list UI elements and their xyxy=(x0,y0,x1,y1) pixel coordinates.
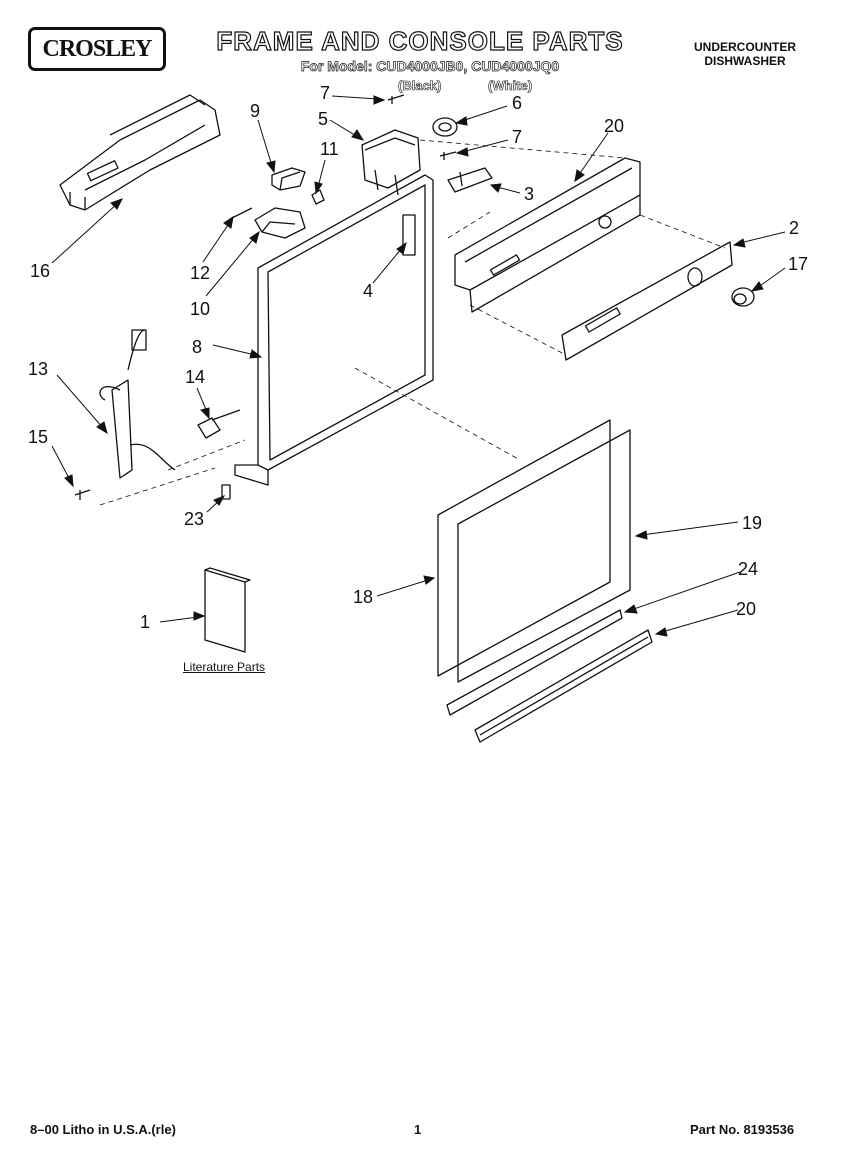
product-line-1: UNDERCOUNTER xyxy=(694,40,796,54)
callout-22: 20 xyxy=(604,116,625,136)
part-7-top-drawing xyxy=(387,94,405,104)
callout-12: 12 xyxy=(190,263,211,283)
callout-7-top: 7 xyxy=(320,83,331,103)
callout-2: 2 xyxy=(789,218,800,238)
brand-logo-text: CROSLEY xyxy=(42,35,152,62)
callout-19: 19 xyxy=(742,513,763,533)
callout-13: 13 xyxy=(28,359,49,379)
part-5-drawing xyxy=(361,129,421,196)
footer-page-number: 1 xyxy=(414,1122,422,1137)
callout-7-right: 7 xyxy=(512,127,523,147)
brand-logo: CROSLEY xyxy=(28,27,166,71)
part-15-drawing xyxy=(74,489,91,500)
part-22-drawing xyxy=(454,157,641,313)
part-17-drawing xyxy=(731,287,755,307)
model-line: For Model: CUD4000JB0, CUD4000JQ0 xyxy=(300,58,560,75)
product-type: UNDERCOUNTER DISHWASHER xyxy=(670,40,820,68)
callout-24: 24 xyxy=(738,559,759,579)
callout-14: 14 xyxy=(185,367,206,387)
part-4-drawing xyxy=(402,214,416,256)
part-12-drawing xyxy=(231,207,253,219)
part-24-drawing xyxy=(446,609,623,716)
part-1-drawing xyxy=(204,567,251,653)
part-9-drawing xyxy=(271,167,306,191)
part-23-drawing xyxy=(221,484,231,500)
part-18-drawing xyxy=(437,419,611,677)
callout-18: 18 xyxy=(353,587,374,607)
literature-parts-label: Literature Parts xyxy=(183,660,266,674)
part-3-drawing xyxy=(447,167,493,193)
callout-20: 20 xyxy=(736,599,757,619)
callout-16: 16 xyxy=(30,261,51,281)
part-7-right-drawing xyxy=(439,151,457,160)
part-10-drawing xyxy=(254,207,306,239)
callout-17: 17 xyxy=(788,254,809,274)
callout-9: 9 xyxy=(250,101,261,121)
callout-15: 15 xyxy=(28,427,49,447)
callout-10: 10 xyxy=(190,299,211,319)
variant-black: (Black) xyxy=(398,78,442,94)
callout-5: 5 xyxy=(318,109,329,129)
callout-11: 11 xyxy=(320,139,339,159)
part-20-drawing xyxy=(474,629,653,743)
part-14-drawing xyxy=(197,409,241,439)
part-19-drawing xyxy=(457,429,631,683)
part-2-drawing xyxy=(561,241,733,361)
callout-23: 23 xyxy=(184,509,205,529)
variant-white: (White) xyxy=(488,78,533,94)
footer-part-number: Part No. 8193536 xyxy=(690,1122,795,1137)
part-13-drawing xyxy=(99,329,176,479)
callout-8: 8 xyxy=(192,337,203,357)
callout-6: 6 xyxy=(512,93,523,113)
callout-1: 1 xyxy=(140,612,151,632)
callout-4: 4 xyxy=(363,281,374,301)
page-title: FRAME AND CONSOLE PARTS xyxy=(216,25,624,56)
callout-3: 3 xyxy=(524,184,535,204)
footer-print-info: 8–00 Litho in U.S.A.(rle) xyxy=(30,1122,176,1137)
part-8-drawing xyxy=(234,174,434,486)
part-11-drawing xyxy=(311,189,325,205)
part-6-drawing xyxy=(432,117,458,137)
part-16-drawing xyxy=(59,94,221,211)
product-line-2: DISHWASHER xyxy=(704,54,786,68)
